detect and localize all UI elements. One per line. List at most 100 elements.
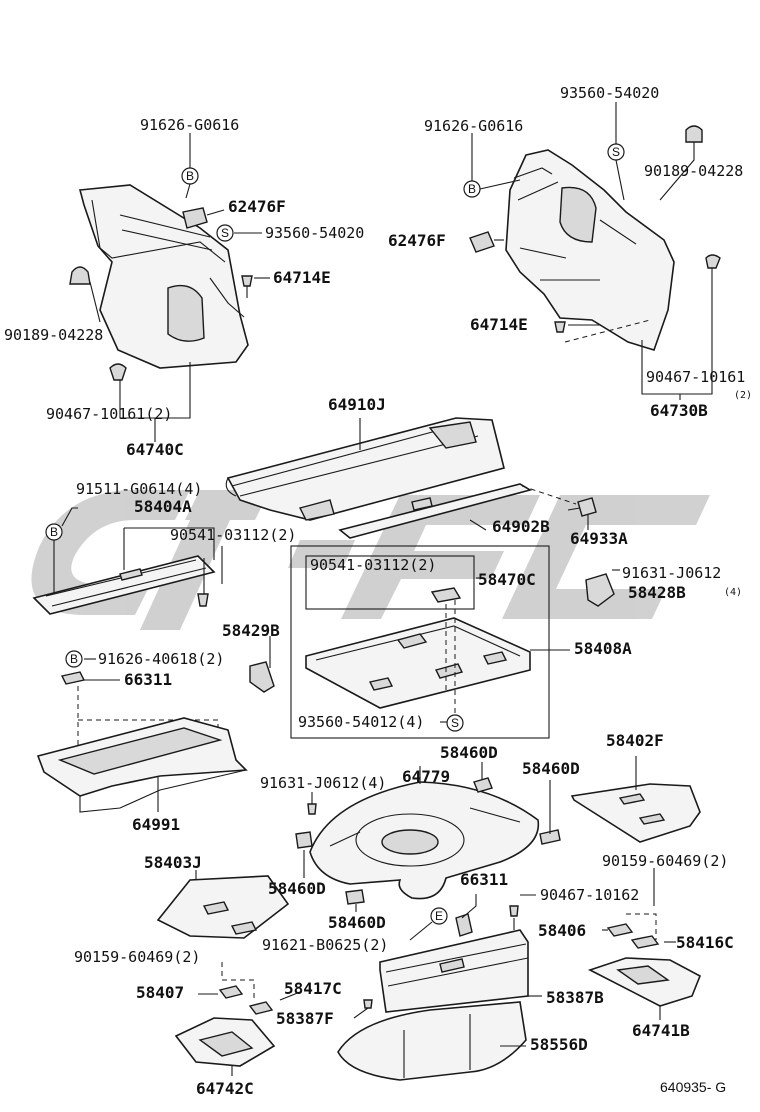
label-64730b: 64730B	[650, 401, 708, 420]
label-62476f-right: 62476F	[388, 231, 446, 250]
handle-58470c	[430, 587, 462, 603]
quarter-trim-left	[78, 184, 249, 369]
marker-b: B	[468, 182, 476, 196]
clip-62476f-left	[182, 207, 208, 229]
bolt-90467-10162	[509, 905, 519, 917]
label-90467-10161-left: 90467-10161(2)	[46, 405, 172, 423]
label-58556d: 58556D	[530, 1035, 588, 1054]
clip-64714e-right	[554, 321, 566, 333]
label-90541-03112-box: 90541-03112(2)	[310, 556, 436, 574]
label-58460d-left: 58460D	[268, 879, 326, 898]
label-58407: 58407	[136, 983, 184, 1002]
label-91511-g0614: 91511-G0614(4)	[76, 480, 202, 498]
side-panel-58402f	[570, 783, 701, 843]
label-58387f: 58387F	[276, 1009, 334, 1028]
clip-66311-top	[60, 671, 86, 685]
label-90159-60469-left: 90159-60469(2)	[74, 948, 200, 966]
floor-board-58408a	[305, 617, 531, 709]
label-58460d-top: 58460D	[440, 743, 498, 762]
clip-90189-left	[69, 266, 91, 285]
clip-64714e-left	[241, 275, 253, 298]
marker-s-right: S	[607, 143, 625, 161]
label-90467-10162: 90467-10162	[540, 886, 639, 904]
clip-66311-mid	[455, 913, 473, 937]
tonneau-bar-64902b	[338, 483, 533, 539]
clip-90467-left	[109, 363, 127, 381]
label-64740c: 64740C	[126, 440, 184, 459]
label-58402f: 58402F	[606, 731, 664, 750]
label-93560-54020-right: 93560-54020	[560, 84, 659, 102]
marker-b-tray: B	[65, 650, 83, 668]
clip-58417c	[248, 1001, 274, 1015]
label-58460d-bottom: 58460D	[328, 913, 386, 932]
label-66311-mid: 66311	[460, 870, 508, 889]
label-91621-b0625: 91621-B0625(2)	[262, 936, 388, 954]
label-58470c: 58470C	[478, 570, 536, 589]
label-62476f-left: 62476F	[228, 197, 286, 216]
label-58460d-right: 58460D	[522, 759, 580, 778]
figure-code: 640935- G	[660, 1079, 726, 1095]
marker-b-left: B	[181, 167, 199, 185]
tonneau-cover	[225, 417, 505, 521]
marker-b: B	[186, 169, 194, 183]
bolt-90541-left	[197, 593, 209, 607]
storage-tray-64991	[36, 717, 248, 813]
label-58404a: 58404A	[134, 497, 192, 516]
label-64902b: 64902B	[492, 517, 550, 536]
marker-s: S	[221, 226, 229, 240]
spare-tire-cover-64779	[309, 781, 540, 900]
label-58387b: 58387B	[546, 988, 604, 1007]
label-93560-54020-left: 93560-54020	[265, 224, 364, 242]
label-91631-j0612-right: 91631-J0612	[622, 564, 721, 582]
label-91626-g0616-left: 91626-G0616	[140, 116, 239, 134]
marker-s-floor: S	[446, 714, 464, 732]
label-90189-04228-left: 90189-04228	[4, 326, 103, 344]
label-64991: 64991	[132, 815, 180, 834]
rear-trim-58387b	[379, 929, 529, 1013]
group-box-58408a	[290, 545, 550, 739]
label-90467-10161-right: 90467-10161	[646, 368, 745, 386]
marker-s-left: S	[216, 224, 234, 242]
clip-91631-left	[307, 803, 317, 815]
label-90189-04228-right: 90189-04228	[644, 162, 743, 180]
clip-58460d-right	[539, 829, 561, 845]
marker-b: B	[70, 652, 78, 666]
label-93560-54012: 93560-54012(4)	[298, 713, 424, 731]
lower-trim-58556d	[337, 1001, 527, 1081]
marker-e: E	[430, 907, 448, 925]
label-90159-60469-right: 90159-60469(2)	[602, 852, 728, 870]
clip-58460d-top	[473, 777, 493, 793]
label-58408a: 58408A	[574, 639, 632, 658]
marker-e: E	[435, 909, 443, 923]
marker-s: S	[451, 716, 459, 730]
bolt-58387f	[363, 999, 373, 1009]
label-91626-40618: 91626-40618(2)	[98, 650, 224, 668]
clip-90467-right	[705, 254, 721, 269]
label-58416c: 58416C	[676, 933, 734, 952]
quarter-trim-right	[505, 149, 675, 351]
label-64742c: 64742C	[196, 1079, 254, 1098]
label-64714e-left: 64714E	[273, 268, 331, 287]
marker-b: B	[50, 525, 58, 539]
label-64933a: 64933A	[570, 529, 628, 548]
label-91631-j0612-left: 91631-J0612(4)	[260, 774, 386, 792]
clip-58460d-bottom	[345, 889, 365, 905]
label-64779: 64779	[402, 767, 450, 786]
marker-b-board: B	[45, 523, 63, 541]
clip-58406	[606, 923, 634, 937]
label-58429b: 58429B	[222, 621, 280, 640]
label-66311-top: 66311	[124, 670, 172, 689]
clip-90189-right	[685, 125, 703, 143]
bracket-64933a	[567, 497, 597, 517]
label-58403j: 58403J	[144, 853, 202, 872]
side-trim-64742c	[174, 1017, 276, 1067]
label-64714e-right: 64714E	[470, 315, 528, 334]
marker-s: S	[612, 145, 620, 159]
bracket-58428b	[585, 573, 615, 607]
label-58417c: 58417C	[284, 979, 342, 998]
label-91626-g0616-right: 91626-G0616	[424, 117, 523, 135]
label-91631-j0612-right-qty: (4)	[724, 587, 742, 598]
label-90541-03112-left: 90541-03112(2)	[170, 526, 296, 544]
clip-62476f-right	[469, 231, 495, 253]
